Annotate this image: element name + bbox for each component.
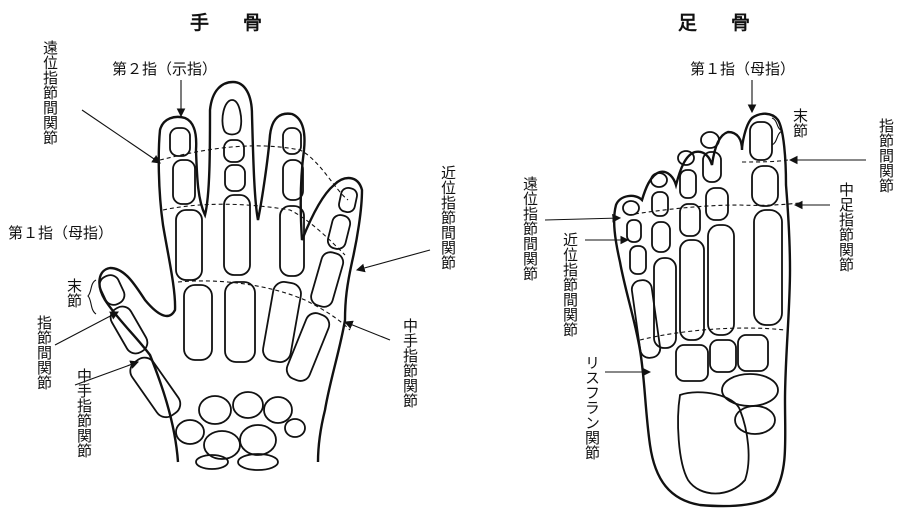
label-first-toe: 第１指（母指） xyxy=(690,60,795,78)
toe2-proximal xyxy=(706,188,728,220)
carpal-3 xyxy=(264,397,292,423)
carpal-2 xyxy=(233,392,263,418)
label-foot-distal-ip: 遠位指節間関節 xyxy=(520,176,539,281)
ring-metacarpal xyxy=(261,280,302,364)
tarsal-cuneiform-2 xyxy=(738,335,768,371)
tarsal-calcaneus xyxy=(678,392,749,493)
toe5-metatarsal xyxy=(631,279,662,359)
little-proximal-phalanx xyxy=(309,250,345,309)
toe2-metatarsal xyxy=(708,225,734,335)
tarsal-cuboid xyxy=(676,345,708,381)
label-toe-ip: 指節間関節 xyxy=(876,118,895,193)
label-first-finger: 第１指（母指） xyxy=(8,224,113,242)
pointer-distal-ip xyxy=(82,110,160,163)
hand-diagram xyxy=(55,80,430,470)
big-toe-metatarsal xyxy=(754,210,782,325)
label-lisfranc: リスフラン関節 xyxy=(582,355,601,460)
toe4-middle xyxy=(652,192,668,216)
foot-title: 足骨 xyxy=(678,8,784,35)
toe3-metatarsal xyxy=(680,240,704,340)
pointer-foot-distal-ip xyxy=(545,218,620,220)
toe2-middle xyxy=(703,152,721,182)
pointer-mcp-right xyxy=(345,322,390,340)
toe4-distal xyxy=(651,173,667,187)
foot-outline xyxy=(614,114,790,506)
label-mcp-right: 中手指節関節 xyxy=(400,318,419,408)
label-hand-proximal-ip: 近位指節間関節 xyxy=(438,165,457,270)
middle-proximal-phalanx xyxy=(224,195,250,275)
middle-distal-phalanx xyxy=(222,100,241,135)
toe5-middle xyxy=(627,220,641,242)
big-toe-distal xyxy=(750,122,772,160)
carpal-4 xyxy=(176,420,204,444)
brace-foot-distal xyxy=(772,118,782,145)
toe5-distal xyxy=(623,201,639,215)
middle-middle-phalanx xyxy=(224,140,244,162)
thumb-distal-phalanx xyxy=(97,272,128,308)
label-hand-distal-ip: 遠位指節間関節 xyxy=(40,40,59,145)
brace-hand-distal xyxy=(88,280,96,314)
hand-mcp-line xyxy=(178,281,350,330)
pointer-thumb-ip xyxy=(55,312,118,345)
toe2-distal xyxy=(701,132,719,148)
middle-middle-phalanx-2 xyxy=(225,165,245,191)
label-hand-distal-phalanx: 末節 xyxy=(64,278,83,308)
label-foot-distal-phalanx: 末節 xyxy=(790,108,809,138)
index-metacarpal xyxy=(184,285,212,360)
carpal-7 xyxy=(285,419,305,437)
toe4-metatarsal xyxy=(654,258,676,348)
label-mtp: 中足指節関節 xyxy=(836,182,855,272)
middle-metacarpal xyxy=(225,282,255,362)
hand-title: 手骨 xyxy=(190,8,296,35)
ulna-end xyxy=(238,454,278,470)
carpal-6 xyxy=(240,425,276,455)
pointer-proximal-ip xyxy=(357,250,430,270)
label-mcp-left: 中手指節関節 xyxy=(74,368,93,458)
toe5-proximal xyxy=(630,246,646,274)
index-proximal-phalanx xyxy=(176,210,202,280)
label-thumb-ip: 指節間関節 xyxy=(34,315,53,390)
label-foot-proximal-ip: 近位指節間関節 xyxy=(560,232,579,337)
toe3-proximal xyxy=(680,204,700,236)
big-toe-proximal xyxy=(752,166,778,206)
toe4-proximal xyxy=(652,222,670,252)
tarsal-navicular xyxy=(722,374,778,406)
foot-lisfranc-line xyxy=(640,328,785,340)
index-distal-phalanx xyxy=(170,128,190,156)
little-middle-phalanx xyxy=(326,213,352,250)
toe3-middle xyxy=(680,170,696,198)
ring-distal-phalanx xyxy=(283,128,301,154)
carpal-1 xyxy=(199,396,231,424)
tarsal-cuneiform-1 xyxy=(710,340,736,372)
index-middle-phalanx xyxy=(173,160,195,204)
hand-pip-line xyxy=(163,204,345,255)
label-second-finger: 第２指（示指） xyxy=(112,60,217,78)
